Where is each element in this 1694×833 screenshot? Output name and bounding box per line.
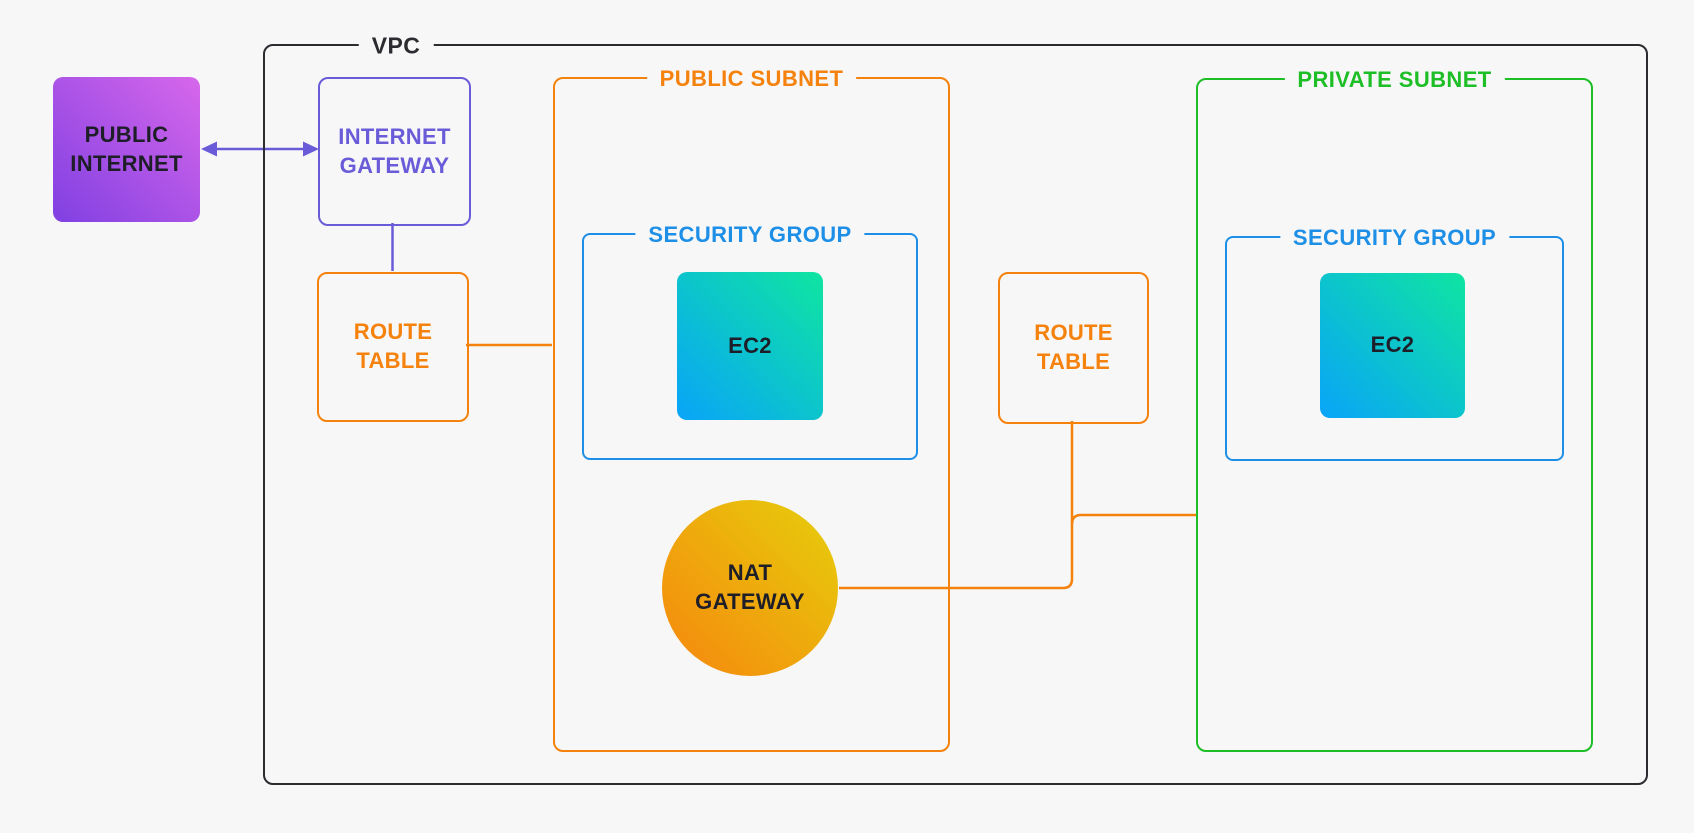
security-group-public-label: SECURITY GROUP [635, 222, 865, 248]
route-table-public-label-line2: TABLE [356, 348, 430, 373]
security-group-private-label: SECURITY GROUP [1279, 225, 1510, 251]
route-table-public-node: ROUTE TABLE [317, 272, 469, 422]
nat-gateway-label-line1: NAT [727, 560, 773, 586]
internet-gateway-label-line2: GATEWAY [339, 152, 450, 178]
nat-gateway-label-line2: GATEWAY [695, 589, 805, 614]
internet-gateway-node: INTERNET GATEWAY [318, 77, 471, 226]
route-table-private-node: ROUTE TABLE [998, 272, 1149, 424]
public-subnet-label: PUBLIC SUBNET [646, 66, 857, 92]
route-table-private-label-line1: ROUTE [1034, 320, 1113, 346]
nat-gateway-node: NAT GATEWAY [662, 500, 838, 676]
vpc-container: VPC [263, 32, 1648, 785]
public-subnet-container: PUBLIC SUBNET [553, 66, 950, 752]
security-group-public-container: SECURITY GROUP [582, 222, 918, 460]
public-internet-label-line1: PUBLIC [84, 121, 169, 147]
private-subnet-label: PRIVATE SUBNET [1284, 67, 1505, 93]
ec2-public-label: EC2 [728, 332, 772, 358]
public-internet-node: PUBLIC INTERNET [53, 77, 200, 222]
route-table-public-label-line1: ROUTE [353, 319, 433, 345]
private-subnet-container: PRIVATE SUBNET [1196, 67, 1593, 752]
route-table-private-label-line2: TABLE [1036, 349, 1111, 374]
ec2-private-label: EC2 [1370, 332, 1415, 358]
internet-gateway-label-line1: INTERNET [338, 123, 451, 149]
security-group-private-container: SECURITY GROUP [1225, 225, 1564, 461]
vpc-label: VPC [358, 32, 434, 60]
arrowhead-left-icon [201, 141, 217, 157]
public-internet-label-line2: INTERNET [70, 150, 183, 176]
ec2-public-node: EC2 [677, 272, 823, 420]
ec2-private-node: EC2 [1320, 273, 1465, 418]
